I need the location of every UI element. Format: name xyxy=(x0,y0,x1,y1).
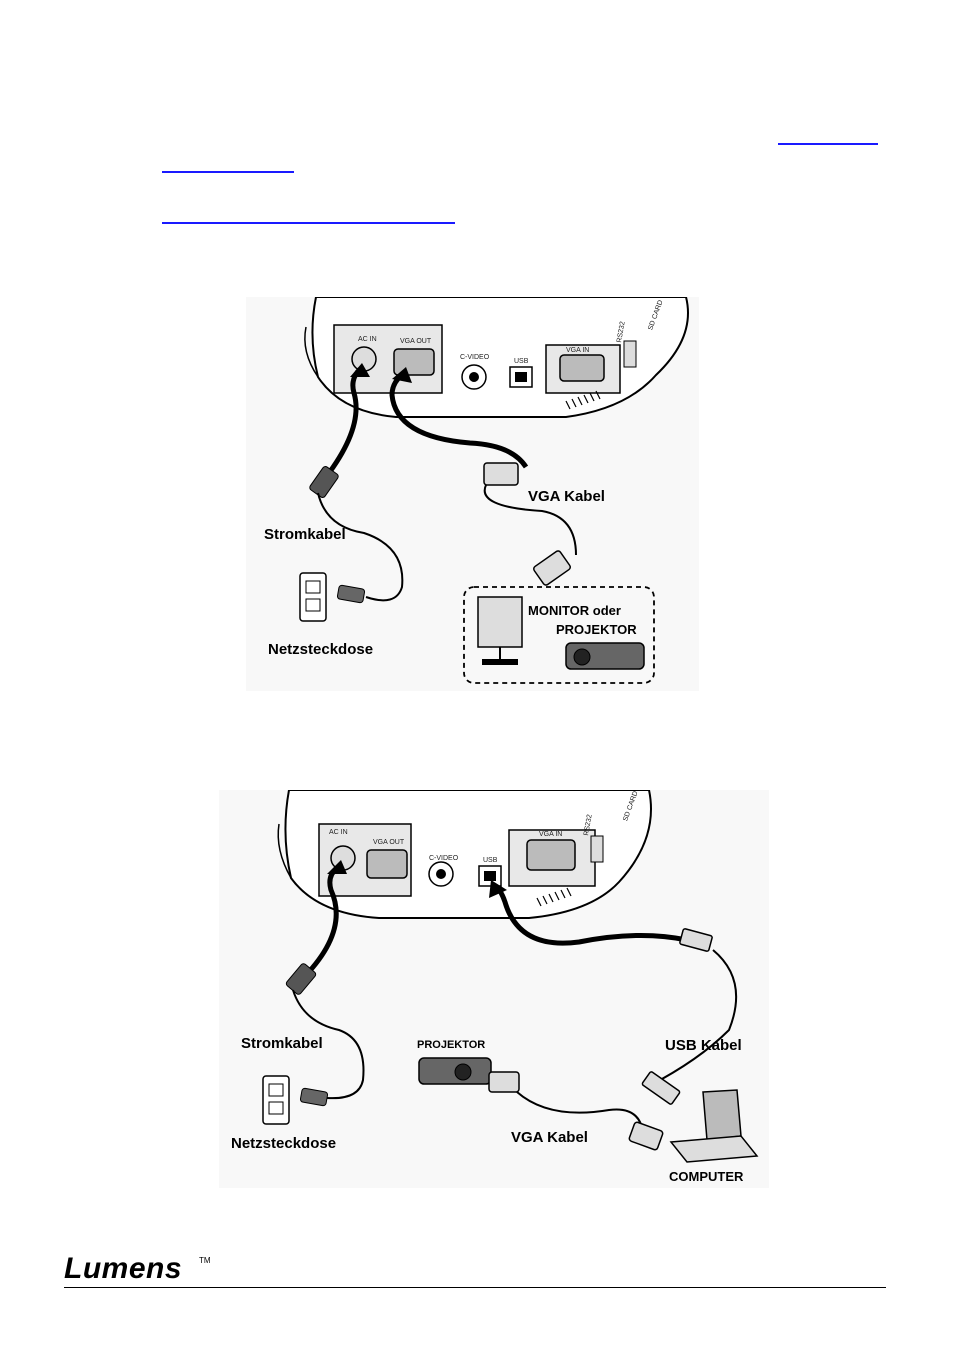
usb-port-inner xyxy=(484,871,496,881)
vga-connector-end xyxy=(533,550,571,586)
outlet-socket-top xyxy=(305,580,321,594)
usb-connector-end xyxy=(641,1071,681,1105)
port-label-c-video: C-VIDEO xyxy=(460,354,490,361)
label-computer: COMPUTER xyxy=(669,1169,744,1184)
diagram-2-svg: AC IN VGA OUT C-VIDEO USB VGA IN RS232 S… xyxy=(231,790,759,1184)
rs232-port xyxy=(623,340,637,368)
label-vga-kabel: VGA Kabel xyxy=(528,488,605,505)
link-underline-1[interactable] xyxy=(778,143,878,145)
arrowhead-usb xyxy=(489,880,507,898)
vga-cord xyxy=(516,1091,644,1133)
connection-diagram-computer: AC IN VGA OUT C-VIDEO USB VGA IN RS232 S… xyxy=(219,790,769,1188)
vga-in-port xyxy=(559,354,605,382)
usb-connector xyxy=(679,928,713,952)
power-cord xyxy=(317,492,404,602)
vga-connector xyxy=(488,1071,520,1093)
c-video-pin xyxy=(469,372,479,382)
trademark-mark: TM xyxy=(199,1256,211,1265)
vent-slots xyxy=(565,390,601,410)
power-plug xyxy=(285,963,317,995)
label-vga-kabel: VGA Kabel xyxy=(511,1129,588,1146)
vga-out-port xyxy=(393,348,435,376)
c-video-pin xyxy=(436,869,446,879)
port-label-rs232: RS232 xyxy=(616,321,627,343)
vga-connector-end xyxy=(628,1121,664,1151)
port-label-usb: USB xyxy=(514,358,529,365)
link-underline-2[interactable] xyxy=(162,171,294,173)
vga-in-port xyxy=(526,839,576,871)
projector-lens xyxy=(573,648,591,666)
label-netzsteckdose: Netzsteckdose xyxy=(231,1135,336,1152)
port-label-vga-in: VGA IN xyxy=(566,347,589,354)
monitor-icon xyxy=(477,596,523,648)
outlet-socket-top xyxy=(268,1083,284,1097)
body-edge xyxy=(277,823,292,879)
port-label-usb: USB xyxy=(483,857,498,864)
rs232-port xyxy=(590,835,604,863)
power-plug xyxy=(309,466,339,498)
arrowhead-power xyxy=(327,860,347,874)
wall-outlet xyxy=(262,1075,290,1125)
port-label-vga-out: VGA OUT xyxy=(400,338,432,345)
port-label-rs232: RS232 xyxy=(583,814,594,836)
usb-cable-arrow xyxy=(493,883,688,946)
outlet-socket-bottom xyxy=(268,1101,284,1115)
outlet-socket-bottom xyxy=(305,598,321,612)
port-label-vga-in: VGA IN xyxy=(539,831,562,838)
power-cord xyxy=(292,989,365,1100)
monitor-projector-group xyxy=(463,586,655,684)
diagram-1-svg: AC IN VGA OUT C-VIDEO USB VGA IN RS232 S… xyxy=(264,297,689,684)
port-label-ac-in: AC IN xyxy=(329,829,348,836)
projector-lens xyxy=(454,1063,472,1081)
port-label-ac-in: AC IN xyxy=(358,336,377,343)
footer-divider xyxy=(64,1287,886,1288)
label-usb-kabel: USB Kabel xyxy=(665,1037,742,1054)
label-projektor: PROJEKTOR xyxy=(556,622,637,637)
usb-port-inner xyxy=(515,372,527,382)
label-stromkabel: Stromkabel xyxy=(264,526,346,543)
wall-outlet xyxy=(299,572,327,622)
body-edge xyxy=(304,326,319,378)
link-underline-3[interactable] xyxy=(162,222,455,224)
label-monitor-oder: MONITOR oder xyxy=(528,603,621,618)
laptop-screen xyxy=(702,1089,742,1141)
label-projektor: PROJEKTOR xyxy=(417,1039,485,1051)
laptop-keyboard xyxy=(669,1135,759,1163)
lumens-logo: Lumens xyxy=(64,1252,183,1285)
vga-out-port xyxy=(366,849,408,879)
usb-cord xyxy=(648,949,738,1087)
label-stromkabel: Stromkabel xyxy=(241,1035,323,1052)
outlet-plug xyxy=(336,584,366,604)
connection-diagram-monitor: AC IN VGA OUT C-VIDEO USB VGA IN RS232 S… xyxy=(246,297,699,691)
arrowhead-vga xyxy=(392,367,412,383)
power-cable-arrow xyxy=(303,866,339,978)
port-label-c-video: C-VIDEO xyxy=(429,855,459,862)
vga-cord xyxy=(483,484,577,556)
vga-connector xyxy=(483,462,519,486)
vga-cable-arrow xyxy=(389,373,529,469)
arrowhead-power xyxy=(350,363,370,377)
label-netzsteckdose: Netzsteckdose xyxy=(268,641,373,658)
outlet-plug xyxy=(299,1087,329,1107)
vent-slots xyxy=(536,887,572,907)
monitor-base xyxy=(482,659,518,665)
port-label-vga-out: VGA OUT xyxy=(373,839,405,846)
